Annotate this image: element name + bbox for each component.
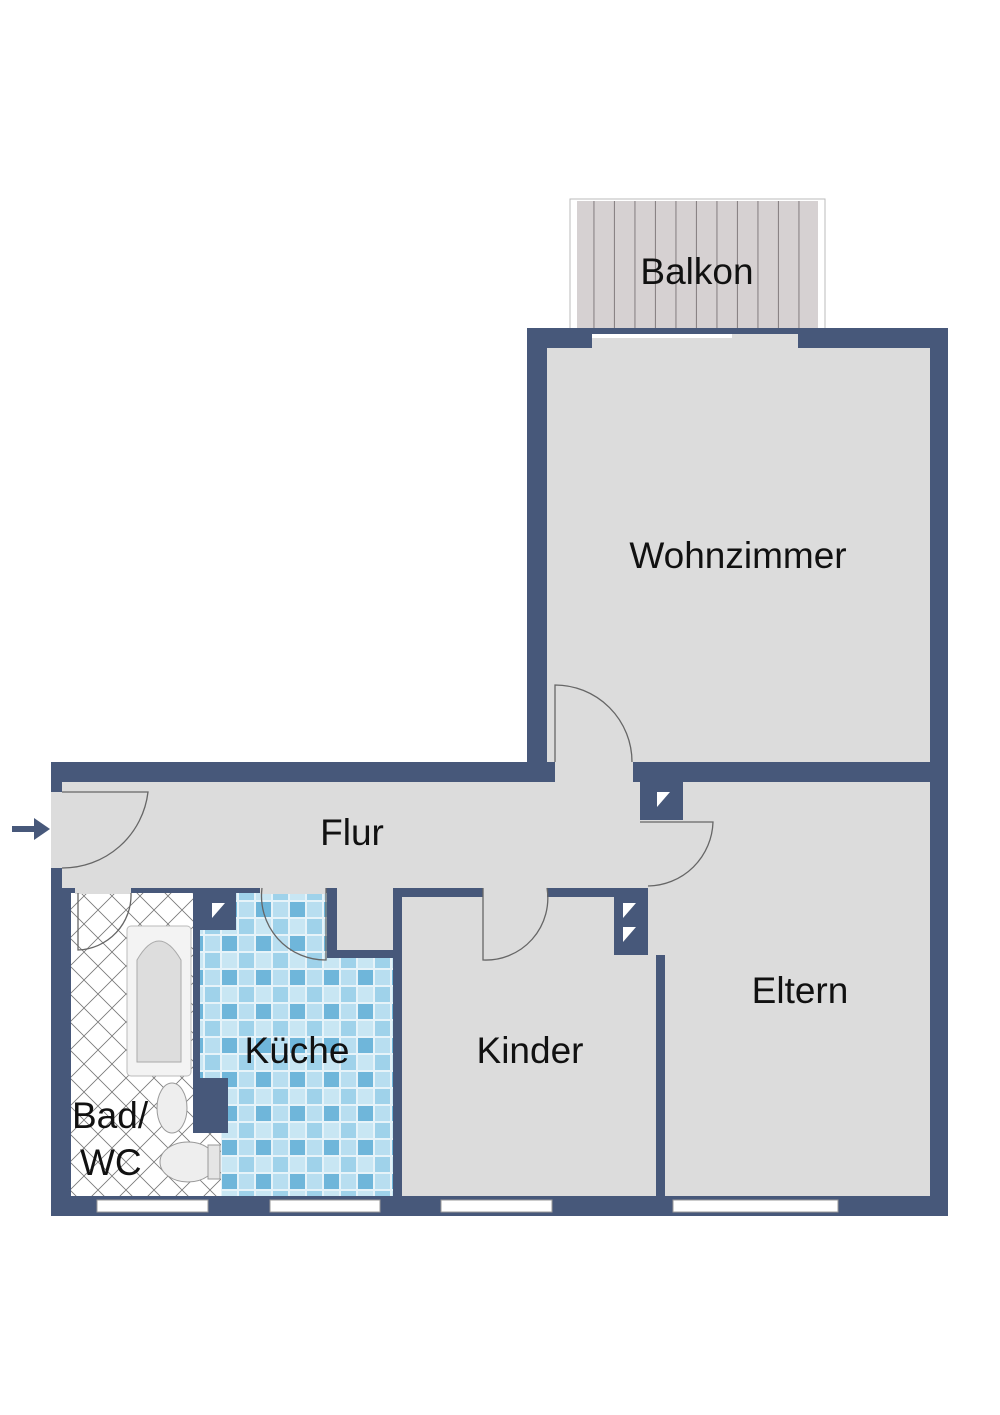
floors — [51, 334, 930, 1196]
room-label-kueche: Küche — [245, 1030, 350, 1071]
light-switch-icon — [212, 792, 670, 942]
room-label-bad: Bad/ — [72, 1095, 149, 1136]
bathtub-icon — [126, 925, 192, 1077]
arrow-right-icon — [12, 818, 50, 840]
kitchen-floor — [193, 886, 393, 1196]
sink-icon — [156, 1082, 188, 1134]
balcony — [569, 198, 826, 335]
windows — [96, 1199, 839, 1213]
room-label-flur: Flur — [320, 812, 384, 853]
room-label-wohnzimmer: Wohnzimmer — [629, 535, 846, 576]
toilet-icon — [159, 1141, 221, 1183]
door-swings — [61, 684, 714, 961]
room-label-eltern: Eltern — [752, 970, 849, 1011]
room-label-kinder: Kinder — [477, 1030, 584, 1071]
room-label-balkon: Balkon — [640, 251, 753, 292]
room-label-wc: WC — [80, 1142, 142, 1183]
